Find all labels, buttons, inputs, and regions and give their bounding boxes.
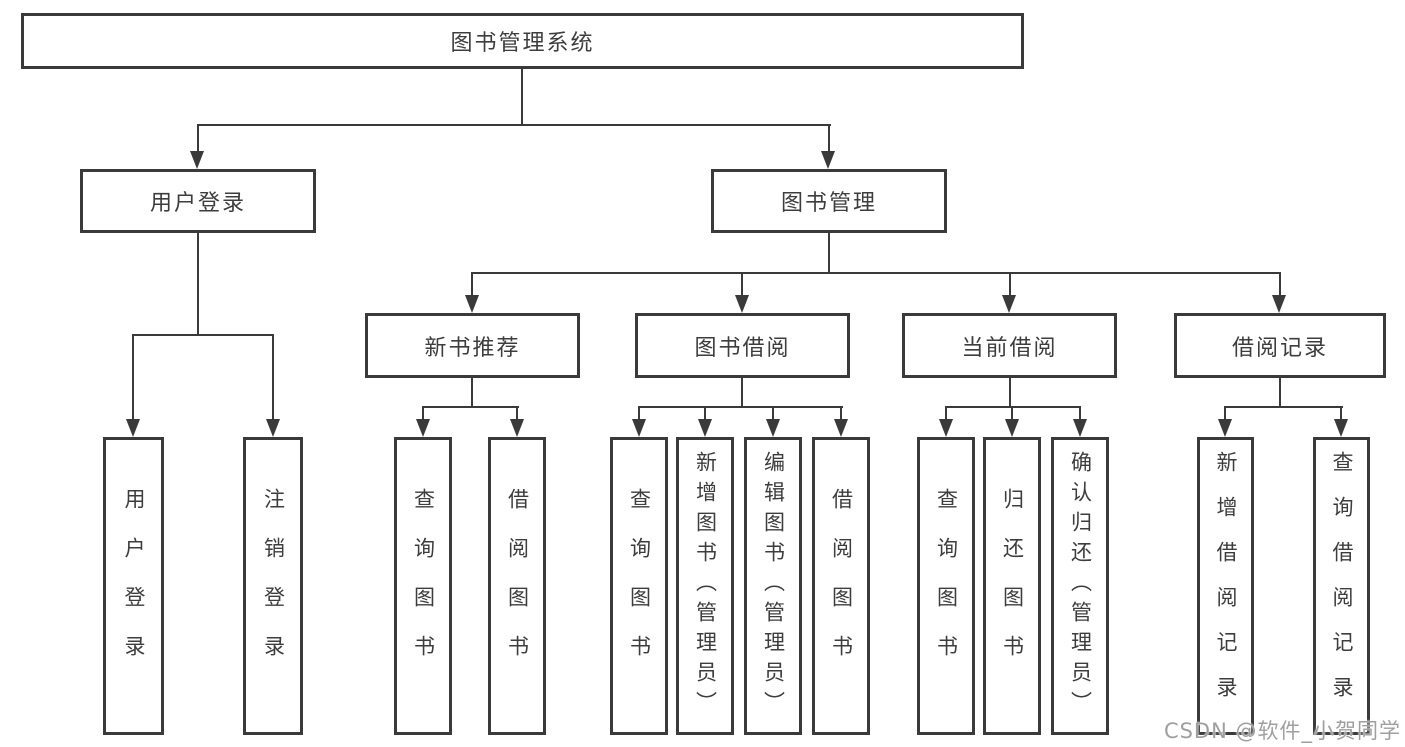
leaf-add-books-admin: 新增图书（管理员） bbox=[676, 437, 734, 735]
connector-line bbox=[516, 406, 518, 421]
connector-line bbox=[638, 406, 640, 421]
connector-line bbox=[471, 378, 473, 408]
leaf-query-books-recommend-label: 查询图书 bbox=[411, 488, 436, 684]
leaf-add-borrow-record-label: 新增借阅记录 bbox=[1214, 451, 1238, 721]
arrow-down-icon bbox=[1272, 295, 1286, 313]
connector-line bbox=[197, 124, 831, 126]
connector-line bbox=[741, 272, 743, 297]
arrow-down-icon bbox=[632, 419, 646, 437]
node-borrowing-records-label: 借阅记录 bbox=[1231, 335, 1328, 361]
node-book-borrowing-label: 图书借阅 bbox=[694, 335, 791, 361]
node-user-login: 用户登录 bbox=[80, 169, 316, 233]
leaf-logout: 注销登录 bbox=[243, 437, 303, 735]
node-root: 图书管理系统 bbox=[21, 13, 1024, 69]
arrow-down-icon bbox=[766, 419, 780, 437]
connector-line bbox=[1279, 378, 1281, 408]
leaf-query-books-recommend: 查询图书 bbox=[394, 437, 452, 735]
leaf-edit-books-admin: 编辑图书（管理员） bbox=[744, 437, 802, 735]
leaf-confirm-return-admin-label: 确认归还（管理员） bbox=[1068, 451, 1093, 721]
leaf-add-borrow-record: 新增借阅记录 bbox=[1197, 437, 1254, 735]
arrow-down-icon bbox=[735, 295, 749, 313]
arrow-down-icon bbox=[266, 419, 280, 437]
leaf-edit-books-admin-label: 编辑图书（管理员） bbox=[761, 451, 786, 721]
connector-line bbox=[1011, 406, 1013, 421]
leaf-borrow-books-borrowing: 借阅图书 bbox=[812, 437, 870, 735]
arrow-down-icon bbox=[1002, 295, 1016, 313]
leaf-borrow-books-borrowing-label: 借阅图书 bbox=[829, 488, 854, 684]
arrow-down-icon bbox=[126, 419, 140, 437]
node-new-book-recommendation: 新书推荐 bbox=[365, 313, 580, 378]
connector-line bbox=[422, 406, 424, 421]
leaf-add-books-admin-label: 新增图书（管理员） bbox=[693, 451, 718, 721]
leaf-confirm-return-admin: 确认归还（管理员） bbox=[1051, 437, 1109, 735]
leaf-borrow-books-recommend: 借阅图书 bbox=[488, 437, 546, 735]
connector-line bbox=[471, 272, 1281, 274]
connector-line bbox=[704, 406, 706, 421]
connector-line bbox=[828, 233, 830, 274]
arrow-down-icon bbox=[1218, 419, 1232, 437]
connector-line bbox=[197, 233, 199, 336]
leaf-user-login: 用户登录 bbox=[103, 437, 164, 735]
node-current-borrowing-label: 当前借阅 bbox=[961, 335, 1058, 361]
node-current-borrowing: 当前借阅 bbox=[902, 313, 1117, 378]
connector-line bbox=[828, 124, 830, 153]
leaf-borrow-books-recommend-label: 借阅图书 bbox=[505, 488, 530, 684]
leaf-return-books-label: 归还图书 bbox=[1000, 488, 1025, 684]
connector-line bbox=[638, 406, 843, 408]
leaf-query-books-borrowing-label: 查询图书 bbox=[627, 488, 652, 684]
connector-line bbox=[1224, 406, 1343, 408]
connector-line bbox=[1279, 272, 1281, 297]
connector-line bbox=[422, 406, 519, 408]
node-user-login-label: 用户登录 bbox=[149, 191, 246, 216]
connector-line bbox=[197, 124, 199, 153]
connector-line bbox=[471, 272, 473, 297]
node-book-borrowing: 图书借阅 bbox=[635, 313, 850, 378]
connector-line bbox=[741, 378, 743, 408]
node-new-book-recommendation-label: 新书推荐 bbox=[424, 335, 521, 361]
connector-line bbox=[945, 406, 947, 421]
connector-line bbox=[132, 334, 134, 421]
arrow-down-icon bbox=[1334, 419, 1348, 437]
leaf-query-borrow-record: 查询借阅记录 bbox=[1313, 437, 1370, 735]
leaf-query-books-borrowing: 查询图书 bbox=[610, 437, 668, 735]
node-root-label: 图书管理系统 bbox=[450, 31, 595, 56]
leaf-return-books: 归还图书 bbox=[983, 437, 1041, 735]
arrow-down-icon bbox=[834, 419, 848, 437]
csdn-watermark: CSDN @软件_小贺同学 bbox=[1163, 719, 1401, 743]
connector-line bbox=[840, 406, 842, 421]
arrow-down-icon bbox=[1073, 419, 1087, 437]
leaf-logout-label: 注销登录 bbox=[261, 488, 286, 684]
connector-line bbox=[1224, 406, 1226, 421]
leaf-user-login-label: 用户登录 bbox=[122, 488, 146, 684]
connector-line bbox=[1009, 272, 1011, 297]
arrow-down-icon bbox=[465, 295, 479, 313]
arrow-down-icon bbox=[510, 419, 524, 437]
node-borrowing-records: 借阅记录 bbox=[1174, 313, 1386, 378]
connector-line bbox=[772, 406, 774, 421]
connector-line bbox=[272, 334, 274, 421]
connector-line bbox=[132, 334, 274, 336]
node-book-management-label: 图书管理 bbox=[780, 191, 877, 216]
arrow-down-icon bbox=[416, 419, 430, 437]
node-book-management: 图书管理 bbox=[711, 169, 947, 233]
connector-line bbox=[945, 406, 1081, 408]
arrow-down-icon bbox=[1005, 419, 1019, 437]
leaf-query-books-current-label: 查询图书 bbox=[934, 488, 959, 684]
leaf-query-borrow-record-label: 查询借阅记录 bbox=[1330, 451, 1354, 721]
arrow-down-icon bbox=[821, 151, 835, 169]
arrow-down-icon bbox=[939, 419, 953, 437]
leaf-query-books-current: 查询图书 bbox=[917, 437, 975, 735]
connector-line bbox=[1079, 406, 1081, 421]
arrow-down-icon bbox=[698, 419, 712, 437]
arrow-down-icon bbox=[190, 151, 204, 169]
connector-line bbox=[1340, 406, 1342, 421]
connector-line bbox=[521, 69, 523, 126]
connector-line bbox=[1009, 378, 1011, 408]
